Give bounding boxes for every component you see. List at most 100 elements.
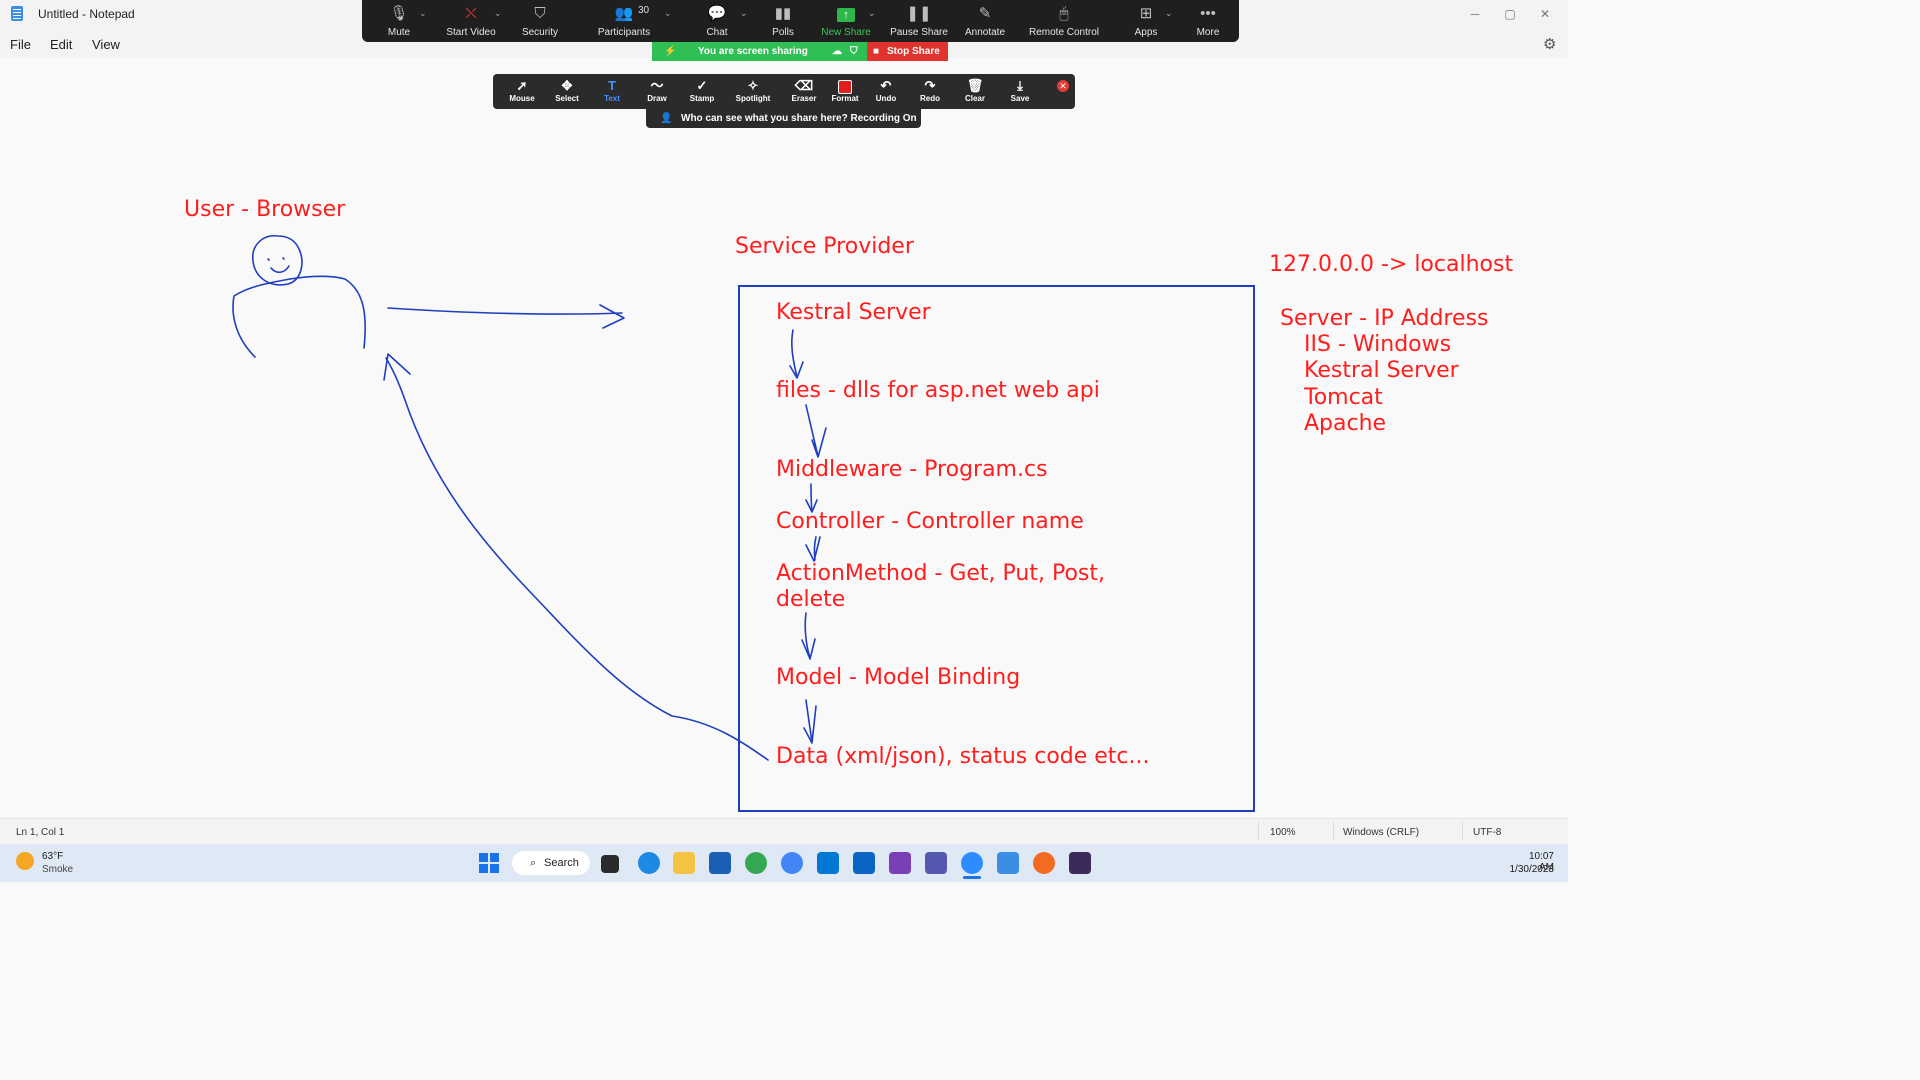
annotate-button[interactable]: ✎Annotate [949, 4, 1021, 40]
menu-edit[interactable]: Edit [50, 37, 73, 52]
visual-studio-icon[interactable] [889, 852, 911, 874]
annot-redo-tool[interactable]: ↷Redo [908, 78, 952, 103]
status-divider [1462, 822, 1463, 840]
participants-caret-icon[interactable]: ⌄ [664, 8, 672, 18]
apps-button[interactable]: ⊞Apps [1110, 4, 1182, 40]
pause-icon: ❚❚ [906, 5, 932, 22]
maximize-button[interactable]: ▢ [1504, 7, 1516, 21]
window-title: Untitled - Notepad [38, 7, 135, 21]
start-button-windows-icon[interactable] [479, 853, 499, 873]
annot-mouse-tool[interactable]: ➚Mouse [500, 78, 544, 103]
clock-date[interactable]: 1/30/2023 [1509, 864, 1555, 875]
eraser-icon: ⌫ [794, 78, 814, 93]
stop-share-button[interactable]: ■ Stop Share [867, 42, 948, 61]
server-kestral: Kestral Server [1304, 358, 1459, 383]
close-button[interactable]: ✕ [1539, 7, 1551, 21]
annot-clear-tool[interactable]: 🗑Clear [953, 78, 997, 103]
settings-gear-icon[interactable]: ⚙ [1543, 36, 1557, 53]
response-arrowhead [383, 353, 411, 381]
zoom-icon[interactable] [961, 852, 983, 874]
notepad-taskbar-icon[interactable] [997, 852, 1019, 874]
mouse-icon: 🖱 [1059, 5, 1069, 22]
weather-temp[interactable]: 63°F [42, 851, 64, 862]
cloud-icon: ☁ [832, 46, 842, 57]
polls-button[interactable]: ▮▮Polls [747, 4, 819, 40]
annot-save-tool[interactable]: ⤓Save [998, 78, 1042, 103]
taskbar-search[interactable]: ⌕ Search [512, 851, 590, 875]
mute-options-caret-icon[interactable]: ⌄ [419, 8, 427, 18]
share-caret-icon[interactable]: ⌄ [868, 8, 876, 18]
notepad-icon [11, 6, 23, 21]
recording-notice[interactable]: 👤 Who can see what you share here? Recor… [646, 109, 921, 128]
apps-icon: ⊞ [1139, 5, 1153, 22]
annot-stamp-tool[interactable]: ✓Stamp [680, 78, 724, 103]
save-icon: ⤓ [1017, 78, 1023, 93]
start-video-button[interactable]: ⛌Start Video [435, 4, 507, 40]
user-eye-left [267, 258, 270, 261]
line-ending: Windows (CRLF) [1343, 827, 1420, 838]
weather-desc[interactable]: Smoke [42, 864, 74, 875]
security-button[interactable]: ⛉Security [504, 4, 576, 40]
task-view-icon[interactable] [601, 855, 619, 873]
status-bar [0, 818, 1568, 845]
remote-control-button[interactable]: 🖱Remote Control [1028, 5, 1100, 38]
apps-caret-icon[interactable]: ⌄ [1165, 8, 1173, 18]
video-options-caret-icon[interactable]: ⌄ [494, 8, 502, 18]
annot-eraser-tool[interactable]: ⌫Eraser [782, 78, 826, 103]
terminal-app-icon[interactable] [1069, 852, 1091, 874]
close-annotation-icon[interactable]: ✕ [1057, 80, 1069, 92]
pause-share-button[interactable]: ❚❚Pause Share [883, 4, 955, 40]
chat-button[interactable]: 💬Chat [681, 4, 753, 40]
security-shield-icon: ⛉ [850, 46, 858, 57]
shield-icon: ⛉ [534, 5, 546, 22]
chrome-icon[interactable] [745, 852, 767, 874]
chat-icon: 💬 [707, 5, 727, 22]
undo-icon: ↶ [880, 78, 892, 93]
postman-icon[interactable] [1033, 852, 1055, 874]
flow-middleware: Middleware - Program.cs [776, 457, 1048, 482]
chat-caret-icon[interactable]: ⌄ [740, 8, 748, 18]
new-share-button[interactable]: ↑New Share [821, 8, 871, 38]
menu-file[interactable]: File [10, 37, 31, 52]
menu-view[interactable]: View [92, 37, 120, 52]
clock-time[interactable]: 10:07 AM [1528, 851, 1554, 873]
participants-button[interactable]: 👥Participants [588, 4, 660, 40]
annot-draw-tool[interactable]: 〜Draw [635, 78, 679, 103]
annot-select-tool[interactable]: ✥Select [545, 78, 589, 103]
zoom-share-icon: ⚡ [664, 46, 677, 57]
microsoft-store-icon[interactable] [709, 852, 731, 874]
annot-spotlight-tool[interactable]: ✧Spotlight [731, 78, 775, 103]
minimize-button[interactable]: ─ [1470, 7, 1480, 21]
edge-browser-icon[interactable] [638, 852, 660, 874]
server-iis: IIS - Windows [1304, 332, 1452, 357]
user-eye-right [282, 257, 285, 260]
request-arrow [387, 307, 623, 315]
user-browser-label: User - Browser [184, 197, 346, 222]
annot-undo-tool[interactable]: ↶Undo [864, 78, 908, 103]
chrome-profile-icon[interactable] [781, 852, 803, 874]
spotlight-icon: ✧ [747, 78, 759, 93]
mute-button[interactable]: 🎙Mute [363, 4, 435, 40]
person-icon: 👤 [660, 113, 673, 124]
vscode-icon[interactable] [817, 852, 839, 874]
teams-icon[interactable] [925, 852, 947, 874]
outlook-icon[interactable] [853, 852, 875, 874]
flow-action-method: ActionMethod - Get, Put, Post, [776, 561, 1105, 586]
move-icon: ✥ [561, 78, 573, 93]
more-button[interactable]: •••More [1172, 4, 1244, 40]
participants-icon: 👥 [614, 5, 634, 22]
flow-arrow-4 [805, 536, 821, 562]
flow-arrow-6 [803, 699, 817, 744]
user-left-arm [232, 278, 291, 358]
ink-drawing-layer [232, 235, 827, 761]
stop-icon: ■ [873, 46, 880, 57]
file-explorer-icon[interactable] [673, 852, 695, 874]
annot-format-tool[interactable]: Format [823, 78, 867, 103]
flow-model-binding: Model - Model Binding [776, 665, 1021, 690]
microphone-icon: 🎙 [389, 5, 409, 22]
screen-sharing-banner[interactable]: ⚡ You are screen sharing ☁ ⛉ [652, 42, 867, 61]
weather-sun-icon[interactable] [16, 852, 34, 870]
color-swatch-icon [838, 80, 852, 94]
trash-icon: 🗑 [966, 78, 984, 93]
